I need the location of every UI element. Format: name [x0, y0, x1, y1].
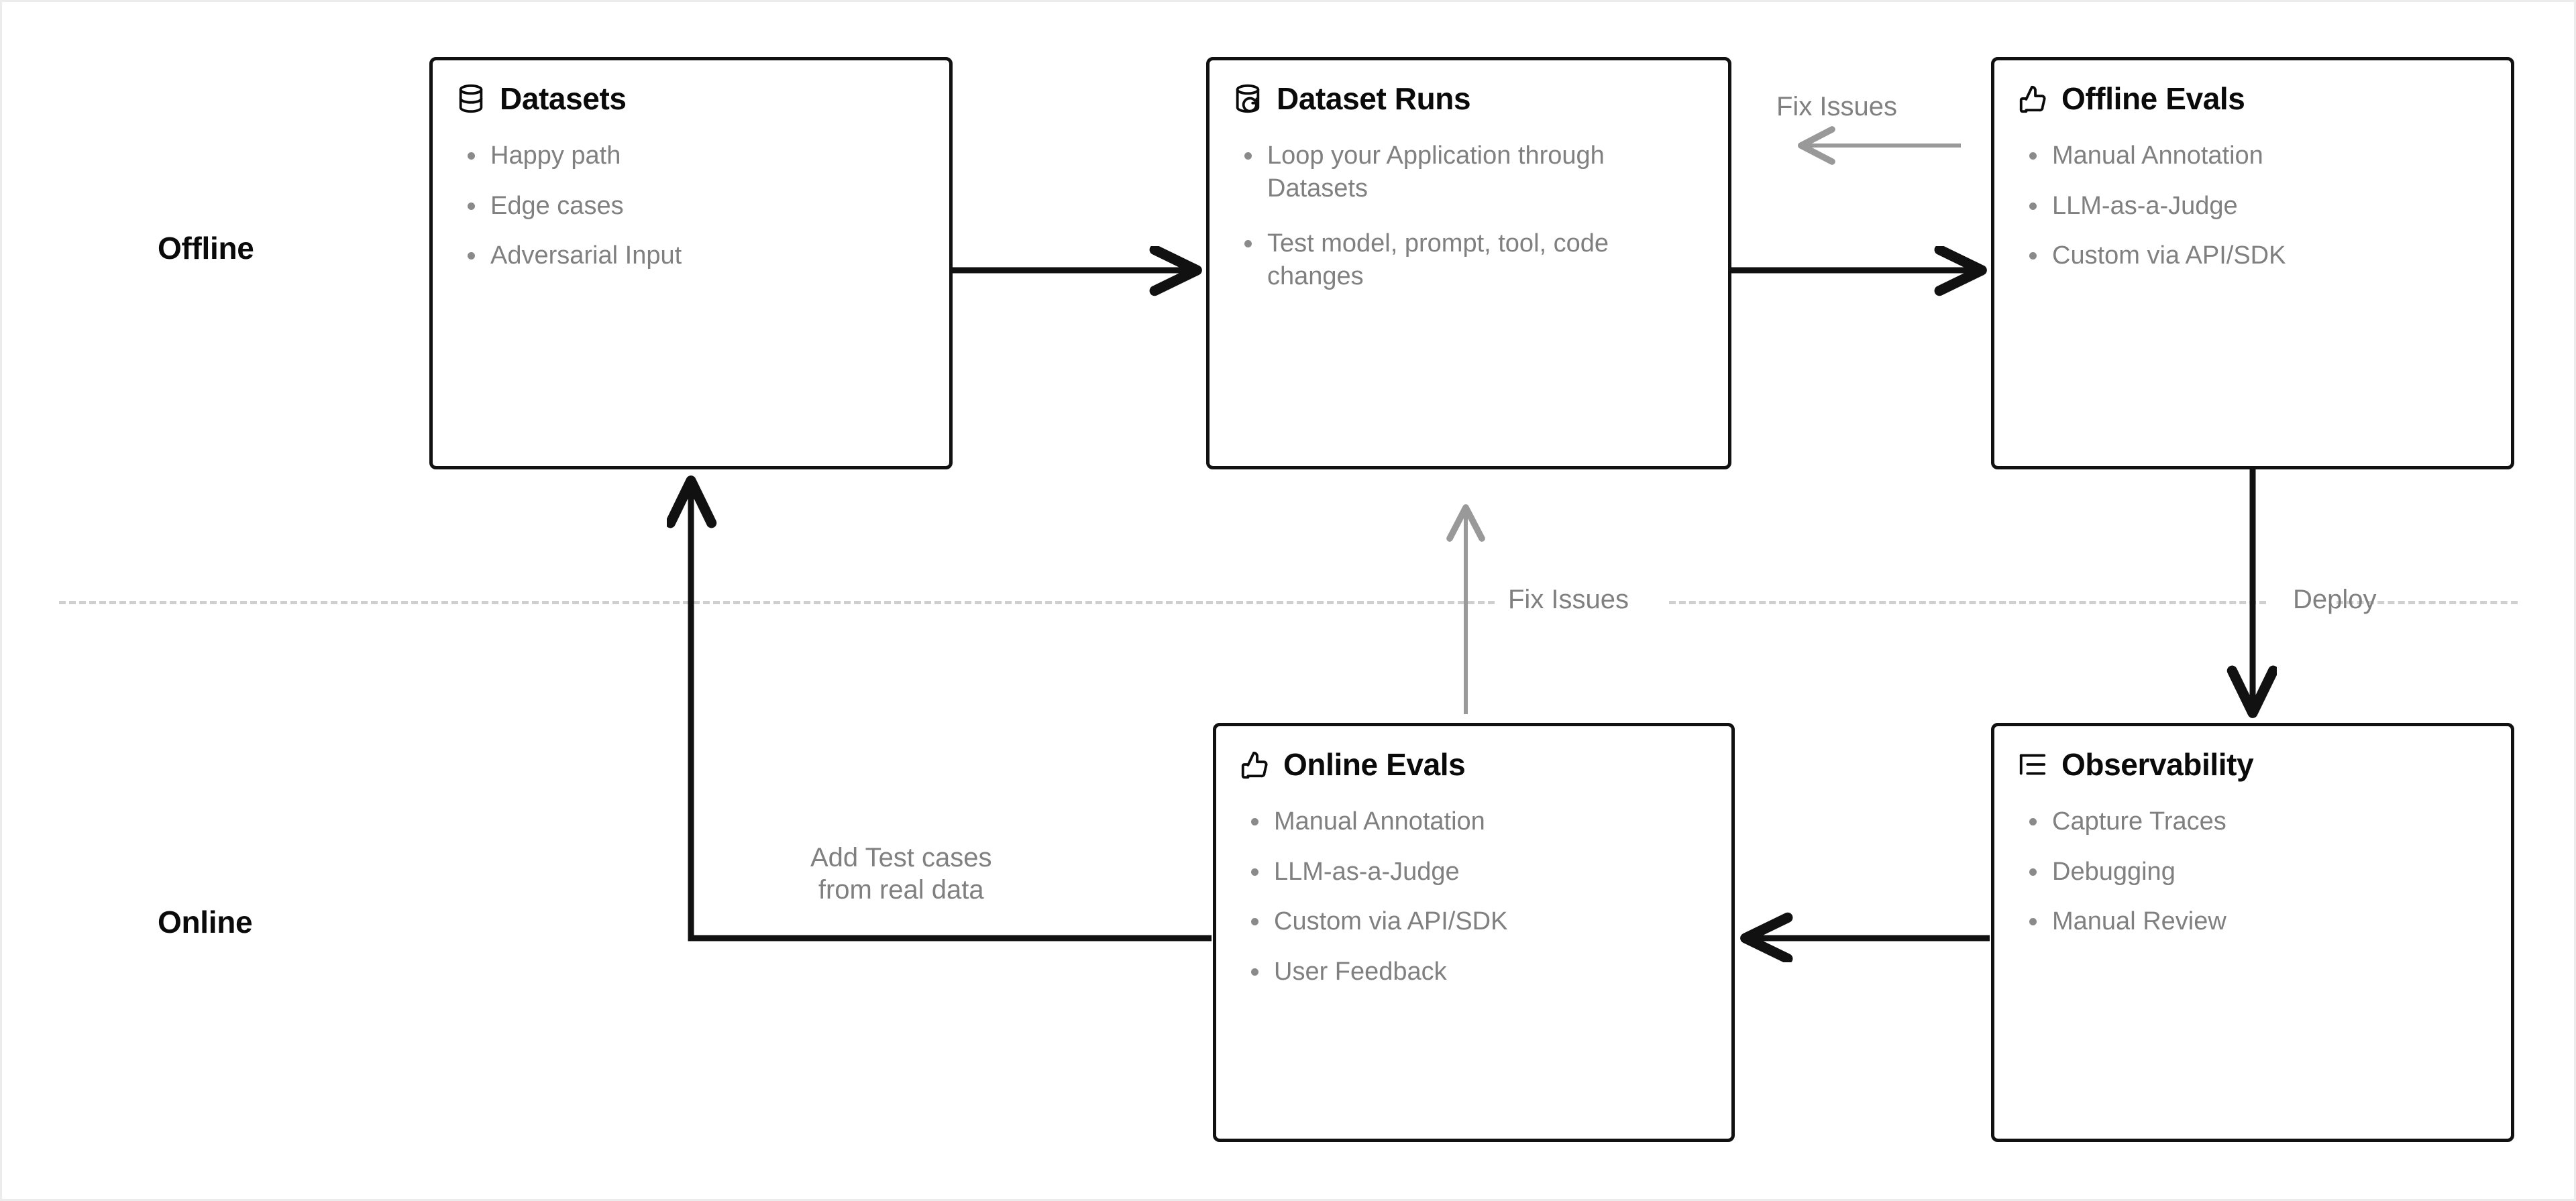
list-item: Custom via API/SDK [1239, 905, 1709, 938]
divider-label-deploy: Deploy [2293, 585, 2377, 614]
list-item: LLM-as-a-Judge [1239, 856, 1709, 889]
node-online-evals-list: Manual Annotation LLM-as-a-Judge Custom … [1239, 805, 1709, 988]
list-item: Manual Review [2017, 905, 2488, 938]
node-offline-evals-header: Offline Evals [2017, 80, 2488, 117]
list-item: LLM-as-a-Judge [2017, 190, 2488, 223]
list-item: Manual Annotation [1239, 805, 1709, 838]
edge-label-add-test-cases-line2: from real data [818, 875, 984, 905]
node-offline-evals-list: Manual Annotation LLM-as-a-Judge Custom … [2017, 139, 2488, 272]
node-dataset-runs-header: Dataset Runs [1232, 80, 1705, 117]
edge-label-fix-issues-top: Fix Issues [1776, 92, 1898, 121]
node-offline-evals[interactable]: Offline Evals Manual Annotation LLM-as-a… [1991, 57, 2514, 469]
node-observability-title: Observability [2061, 747, 2254, 782]
list-item: User Feedback [1239, 956, 1709, 988]
lane-divider-middle [1669, 601, 2266, 604]
list-item: Debugging [2017, 856, 2488, 889]
lane-divider-right [2337, 601, 2518, 604]
database-refresh-icon [1236, 84, 1260, 113]
lane-label-online: Online [158, 905, 253, 939]
node-observability[interactable]: Observability Capture Traces Debugging M… [1991, 723, 2514, 1142]
list-item: Adversarial Input [455, 239, 926, 272]
lane-label-offline: Offline [158, 231, 254, 266]
thumbs-up-icon [1241, 751, 1268, 779]
node-online-evals-header: Online Evals [1239, 746, 1709, 783]
list-indent-icon [2019, 754, 2046, 775]
thumbs-up-icon [2019, 85, 2046, 113]
node-dataset-runs-title: Dataset Runs [1277, 81, 1471, 116]
node-observability-list: Capture Traces Debugging Manual Review [2017, 805, 2488, 938]
node-datasets-header: Datasets [455, 80, 926, 117]
list-item: Edge cases [455, 190, 926, 223]
lane-divider-left [59, 601, 1495, 604]
list-item: Happy path [455, 139, 926, 172]
node-online-evals[interactable]: Online Evals Manual Annotation LLM-as-a-… [1213, 723, 1735, 1142]
node-offline-evals-title: Offline Evals [2061, 81, 2245, 116]
node-datasets-list: Happy path Edge cases Adversarial Input [455, 139, 926, 272]
node-observability-header: Observability [2017, 746, 2488, 783]
edge-label-add-test-cases-line1: Add Test cases [810, 843, 992, 872]
list-item: Capture Traces [2017, 805, 2488, 838]
database-icon [459, 84, 483, 113]
node-datasets[interactable]: Datasets Happy path Edge cases Adversari… [429, 57, 953, 469]
edge-label-add-test-cases: Add Test cases from real data [810, 842, 992, 906]
list-item: Manual Annotation [2017, 139, 2488, 172]
node-dataset-runs[interactable]: Dataset Runs Loop your Application throu… [1206, 57, 1731, 469]
node-datasets-title: Datasets [500, 81, 627, 116]
node-dataset-runs-list: Loop your Application through Datasets T… [1232, 139, 1705, 293]
list-item: Custom via API/SDK [2017, 239, 2488, 272]
list-item: Loop your Application through Datasets [1232, 139, 1705, 205]
node-online-evals-title: Online Evals [1283, 747, 1466, 782]
list-item: Test model, prompt, tool, code changes [1232, 227, 1705, 292]
divider-label-fix-issues: Fix Issues [1508, 585, 1629, 614]
